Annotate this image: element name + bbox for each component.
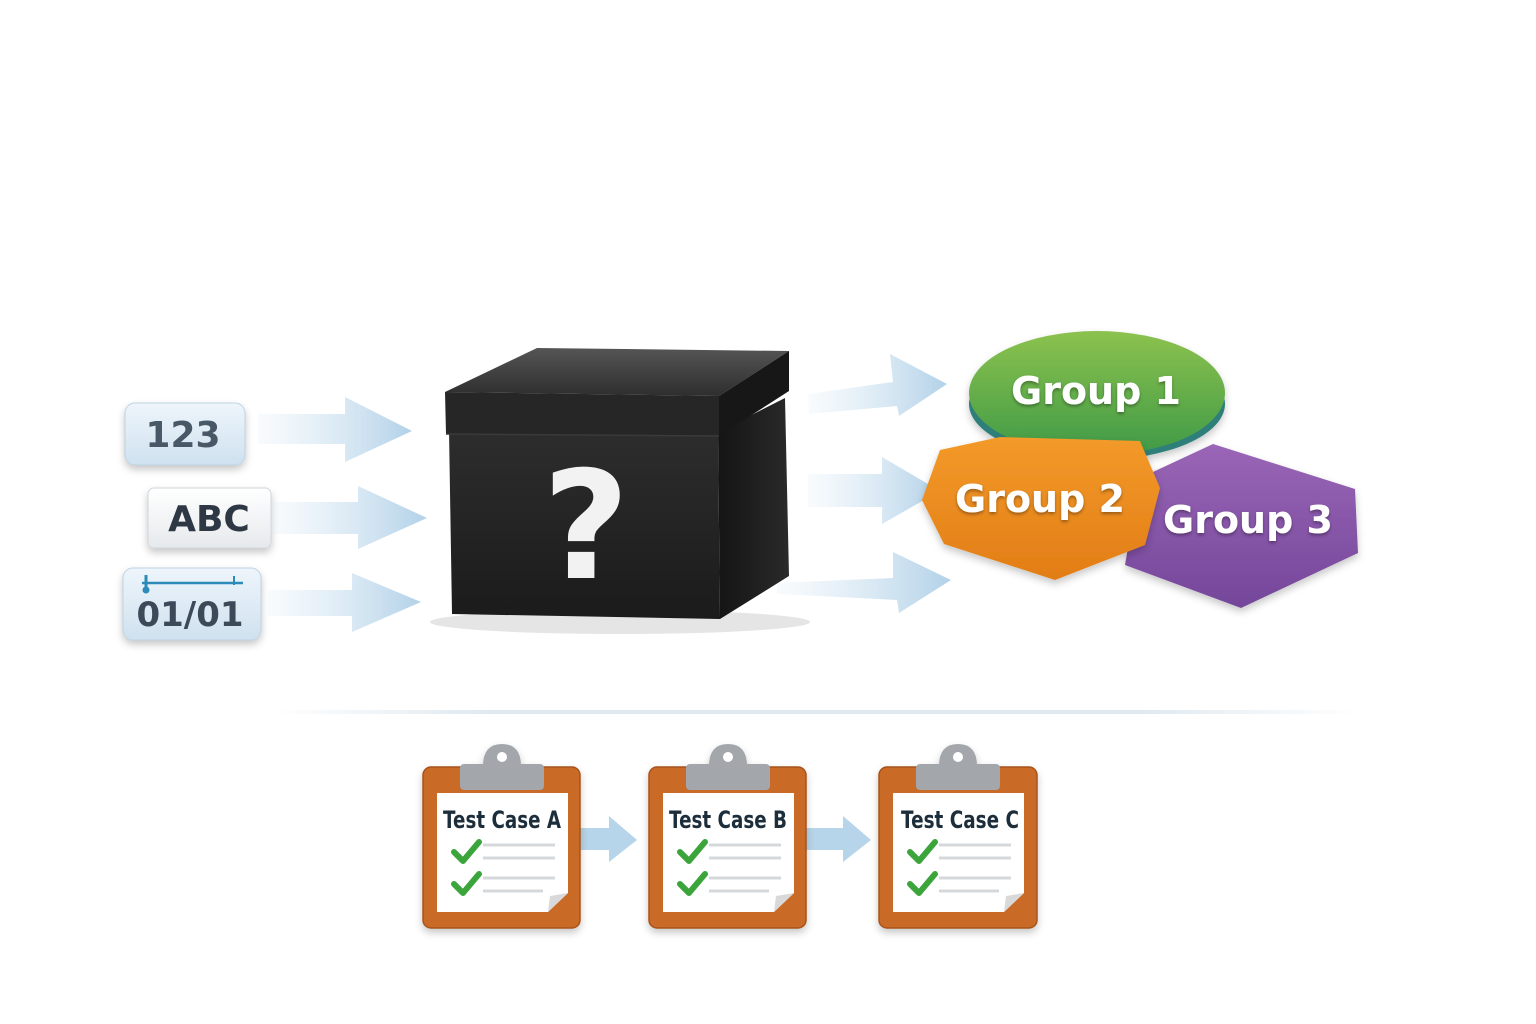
arrow-test-b-to-c xyxy=(806,816,871,862)
arrow-number-to-box xyxy=(258,397,412,462)
arrow-date-to-box xyxy=(268,573,421,632)
input-date-chip: 01/01 xyxy=(122,567,262,641)
group-3-hexagon: Group 3 xyxy=(1125,444,1358,608)
black-box: ? xyxy=(430,348,810,634)
test-case-c-clipboard: Test Case C xyxy=(878,744,1038,929)
test-case-b-clipboard: Test Case B xyxy=(648,744,807,929)
section-divider xyxy=(270,710,1360,714)
arrow-text-to-box xyxy=(270,486,427,549)
checkmark-icon xyxy=(677,871,708,896)
black-box-side xyxy=(718,398,789,619)
checkmark-icon xyxy=(451,871,482,896)
checkmark-icon xyxy=(451,839,482,864)
group-2-hexagon: Group 2 xyxy=(922,437,1160,580)
black-box-lid-side xyxy=(719,351,789,436)
black-box-lid-top xyxy=(445,348,789,396)
black-box-front xyxy=(449,430,720,619)
arrow-box-to-group-3 xyxy=(777,552,951,613)
black-box-lid-front xyxy=(445,392,719,436)
checkmark-icon xyxy=(677,839,708,864)
input-number-label: 123 xyxy=(145,415,220,456)
question-mark-icon: ? xyxy=(542,440,629,614)
arrow-box-to-group-2 xyxy=(808,457,940,524)
arrow-test-a-to-b xyxy=(578,816,637,862)
checkmark-icon xyxy=(907,871,938,896)
output-arrows xyxy=(777,354,951,613)
arrow-box-to-group-1 xyxy=(808,354,947,416)
input-arrows xyxy=(258,397,427,632)
checkmark-icon xyxy=(907,839,938,864)
input-date-label: 01/01 xyxy=(136,595,243,635)
timeline-icon xyxy=(142,575,243,594)
group-1-ellipse: Group 1 xyxy=(969,331,1225,460)
test-case-a-label: Test Case A xyxy=(443,806,561,834)
group-1-label: Group 1 xyxy=(1011,369,1181,413)
test-case-a-clipboard: Test Case A xyxy=(422,744,581,929)
test-case-b-label: Test Case B xyxy=(669,806,787,834)
test-case-arrows xyxy=(578,816,871,862)
input-text-chip: ABC xyxy=(147,487,272,549)
group-2-label: Group 2 xyxy=(955,477,1125,521)
input-number-chip: 123 xyxy=(124,402,246,466)
group-3-label: Group 3 xyxy=(1163,498,1333,542)
input-text-label: ABC xyxy=(168,499,250,540)
test-case-c-label: Test Case C xyxy=(901,806,1019,834)
